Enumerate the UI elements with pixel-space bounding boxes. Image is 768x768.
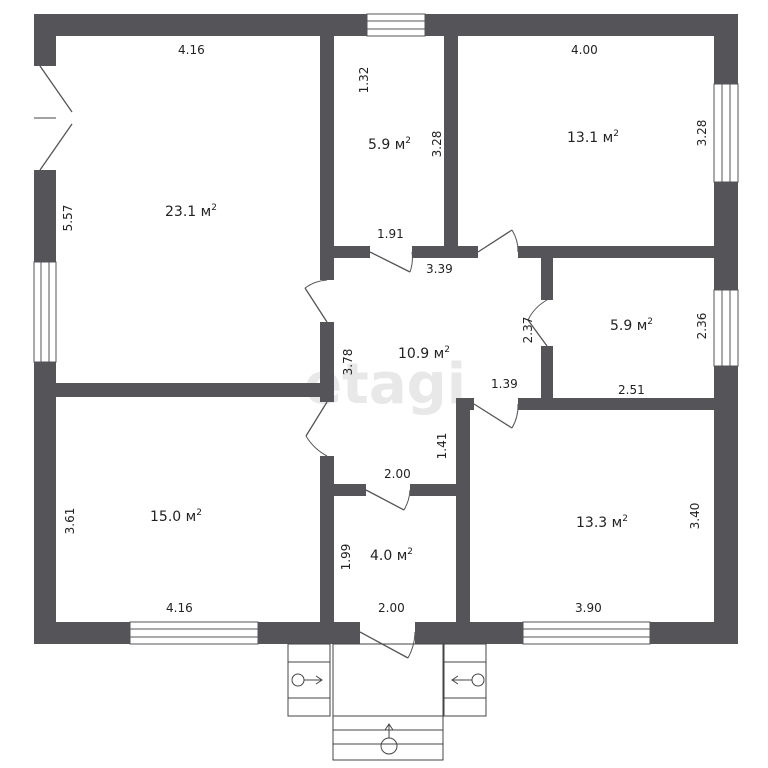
window-top [366, 13, 426, 37]
door-vestibule [365, 489, 411, 511]
room-area-small-right: 5.9 м2 [610, 317, 653, 334]
dim-bedroom-top-right-width: 4.00 [571, 43, 598, 57]
door-bedroom-bottom-right [473, 403, 519, 429]
wall-v-living-right [320, 36, 334, 280]
wall-h-left-mid [56, 383, 320, 397]
dim-vestibule-height: 1.99 [339, 544, 353, 571]
door-bedroom-bottom-left [305, 401, 328, 457]
room-area-bedroom-top-right: 13.1 м2 [567, 129, 619, 146]
room-area-hall: 10.9 м2 [398, 345, 450, 362]
steps-front [332, 715, 444, 761]
room-areas: 23.1 м2 5.9 м2 13.1 м2 10.9 м2 5.9 м2 15… [150, 129, 653, 564]
wall-v-hall-left-b [320, 456, 334, 626]
dim-small-top-wall: 1.32 [357, 67, 371, 94]
wall-bottom-c [415, 622, 523, 644]
dim-small-right-height: 2.36 [695, 313, 709, 340]
dim-bedroom-bottom-left-height: 3.61 [63, 508, 77, 535]
doors [34, 65, 548, 659]
dimensions: 4.16 5.57 1.32 3.28 1.91 4.00 3.28 3.39 … [61, 43, 709, 615]
dim-bedroom-bottom-right-width: 3.90 [575, 601, 602, 615]
room-area-living: 23.1 м2 [165, 203, 217, 220]
door-living-hall [304, 279, 328, 323]
steps-right [443, 643, 487, 717]
dim-hall-lower-width: 1.39 [491, 377, 518, 391]
wall-h-vest-top-a [334, 484, 366, 496]
dim-bedroom-top-right-height: 3.28 [695, 120, 709, 147]
dim-hall-width: 3.39 [426, 262, 453, 276]
wall-v-top-divider [444, 36, 458, 248]
arrow-front-steps-icon [380, 737, 398, 755]
wall-v-small-right-b [541, 346, 553, 398]
wall-left-a [34, 14, 56, 66]
door-small-right [527, 299, 548, 347]
wall-left-c [34, 362, 56, 644]
dim-small-top-height: 3.28 [430, 131, 444, 158]
steps-left [287, 643, 331, 717]
door-balcony-left [34, 65, 73, 171]
wall-bottom-b [258, 622, 360, 644]
window-right-top [713, 83, 739, 183]
dim-small-top-width: 1.91 [377, 227, 404, 241]
room-area-vestibule: 4.0 м2 [370, 547, 413, 564]
wall-right-b [714, 182, 738, 290]
room-area-bedroom-bottom-right: 13.3 м2 [576, 514, 628, 531]
window-left [33, 261, 57, 363]
wall-h-vest-top-b [410, 484, 456, 496]
windows [33, 13, 739, 645]
room-area-small-top: 5.9 м2 [368, 136, 411, 153]
wall-v-right-bottom [456, 398, 470, 624]
wall-h-hall-top-b [412, 246, 478, 258]
dim-living-height: 5.57 [61, 205, 75, 232]
dim-bedroom-bottom-right-height: 3.40 [688, 503, 702, 530]
wall-top-left [34, 14, 367, 36]
door-entrance [359, 631, 416, 659]
window-bottom-right [522, 621, 651, 645]
wall-right-a [714, 14, 738, 84]
room-area-bedroom-bottom-left: 15.0 м2 [150, 508, 202, 525]
dim-living-width: 4.16 [178, 43, 205, 57]
arrow-right-steps-icon [471, 673, 485, 687]
outer-walls [34, 14, 738, 644]
dim-vestibule-width: 2.00 [378, 601, 405, 615]
inner-walls [56, 36, 714, 626]
dim-hall-right-wall: 2.37 [521, 317, 535, 344]
wall-h-right-mid [518, 398, 714, 410]
dim-vestibule-top-width: 2.00 [384, 467, 411, 481]
wall-left-b [34, 170, 56, 262]
wall-h-hall-top-c [518, 246, 714, 258]
wall-v-small-right-a [541, 258, 553, 300]
porch [287, 643, 487, 761]
dim-hall-lower-height: 1.41 [435, 433, 449, 460]
wall-top-right [425, 14, 738, 36]
door-bedroom-top-right [477, 229, 519, 253]
wall-bottom-d [650, 622, 738, 644]
wall-h-hall-top-a [334, 246, 370, 258]
dim-small-right-width: 2.51 [618, 383, 645, 397]
wall-bottom-a [34, 622, 130, 644]
dim-hall-height: 3.78 [341, 349, 355, 376]
wall-v-hall-left-a [320, 322, 334, 402]
arrow-left-steps-icon [291, 673, 305, 687]
door-small-top [369, 251, 413, 273]
wall-right-c [714, 366, 738, 644]
window-right-mid [713, 289, 739, 367]
window-bottom-left [129, 621, 259, 645]
dim-bedroom-bottom-left-width: 4.16 [166, 601, 193, 615]
